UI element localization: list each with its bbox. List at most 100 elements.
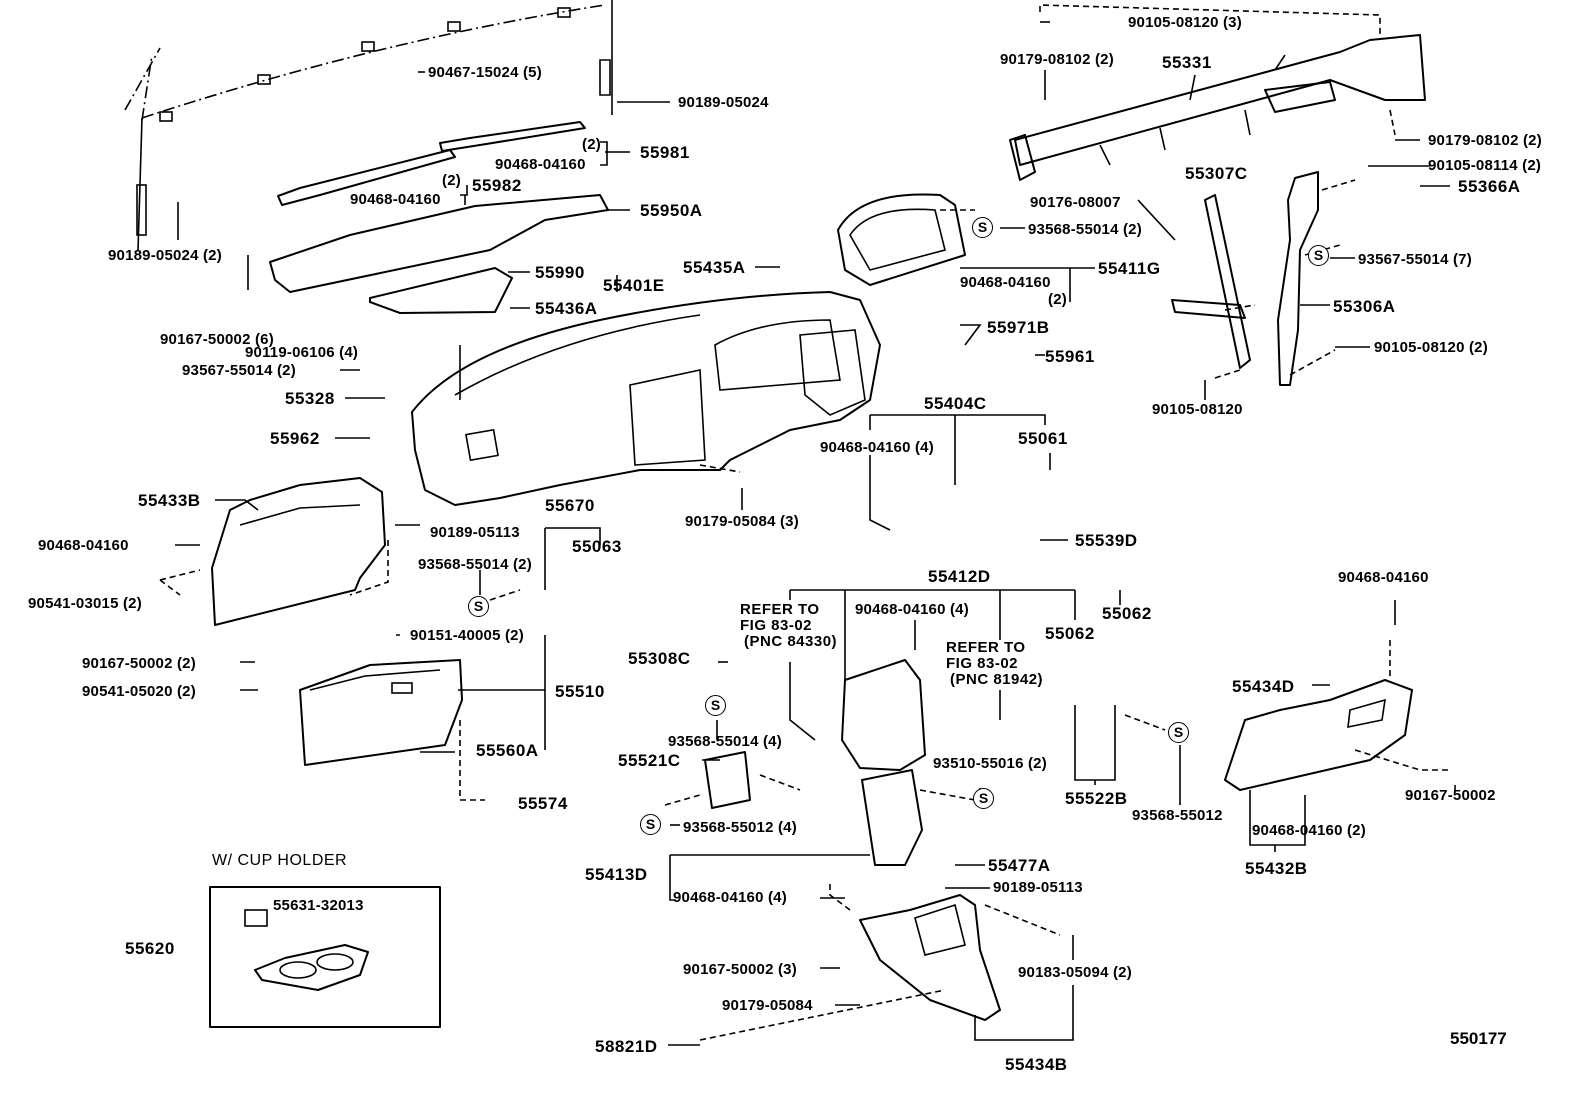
- part-label-55061: 55061: [1018, 429, 1068, 448]
- part-label-55510: 55510: [555, 682, 605, 701]
- part-label-90167-50002-r: 90167-50002: [1405, 787, 1496, 804]
- s-symbol-marker: S: [705, 695, 726, 716]
- part-label-93567-55014-2: 93567-55014 (2): [182, 362, 296, 379]
- part-label-90119-06106: 90119-06106 (4): [245, 344, 359, 361]
- part-label-55971B: 55971B: [987, 318, 1050, 337]
- part-label-55990: 55990: [535, 263, 585, 282]
- console-box: [859, 894, 1001, 1021]
- refer-note-line: (PNC 84330): [744, 633, 838, 650]
- part-label-55670: 55670: [545, 496, 595, 515]
- part-label-55062-a: 55062: [1045, 624, 1095, 643]
- part-label-90541-05020: 90541-05020 (2): [82, 683, 196, 700]
- part-qty-90468-04160-d: (2): [1048, 291, 1067, 308]
- part-label-90105-08114: 90105-08114 (2): [1428, 157, 1542, 174]
- part-label-55413D: 55413D: [585, 865, 648, 884]
- refer-note-line: FIG 83-02: [946, 655, 1019, 672]
- part-label-55539D: 55539D: [1075, 531, 1138, 550]
- part-label-55412D: 55412D: [928, 567, 991, 586]
- part-label-55631-32013: 55631-32013: [273, 897, 364, 914]
- part-label-55401E: 55401E: [603, 276, 665, 295]
- part-label-55411G: 55411G: [1098, 259, 1161, 278]
- part-label-90468-04160-e: 90468-04160: [1338, 569, 1429, 586]
- s-symbol-marker: S: [1168, 722, 1189, 743]
- part-label-90179-08102-b: 90179-08102 (2): [1428, 132, 1542, 149]
- part-label-55962: 55962: [270, 429, 320, 448]
- part-label-93567-55014-7: 93567-55014 (7): [1358, 251, 1472, 268]
- part-label-93568-55014-2b: 93568-55014 (2): [1028, 221, 1142, 238]
- part-label-90179-05084: 90179-05084: [722, 997, 813, 1014]
- s-symbol-marker: S: [973, 788, 994, 809]
- part-label-90189-05113-b: 90189-05113: [993, 879, 1083, 896]
- cluster-finish-panel: [837, 193, 966, 286]
- instrument-panel-body: [411, 291, 881, 506]
- part-label-55433B: 55433B: [138, 491, 201, 510]
- brace-55306A: [1277, 171, 1319, 386]
- part-label-55432B: 55432B: [1245, 859, 1308, 878]
- refer-note-pnc-81942: REFER TO FIG 83-02 (PNC 81942): [946, 640, 1043, 687]
- part-label-55063: 55063: [572, 537, 622, 556]
- part-label-90468-04160-b: 90468-04160: [350, 191, 441, 208]
- part-label-55436A: 55436A: [535, 299, 598, 318]
- part-label-93510-55016: 93510-55016 (2): [933, 755, 1047, 772]
- part-label-90468-04160-4a: 90468-04160 (4): [820, 439, 934, 456]
- part-label-55950A: 55950A: [640, 201, 703, 220]
- part-label-90189-05024-2: 90189-05024 (2): [108, 247, 222, 264]
- part-label-55522B: 55522B: [1065, 789, 1128, 808]
- part-qty-55982: (2): [442, 172, 461, 189]
- part-label-90468-04160-2: 90468-04160 (2): [1252, 822, 1366, 839]
- part-label-90167-50002-2: 90167-50002 (2): [82, 655, 196, 672]
- part-label-55404C: 55404C: [924, 394, 987, 413]
- part-label-55306A: 55306A: [1333, 297, 1396, 316]
- part-label-90468-04160-4b: 90468-04160 (4): [855, 601, 969, 618]
- part-label-55331: 55331: [1162, 53, 1212, 72]
- part-label-55435A: 55435A: [683, 258, 746, 277]
- part-label-55560A: 55560A: [476, 741, 539, 760]
- part-label-55328: 55328: [285, 389, 335, 408]
- s-symbol-marker: S: [640, 814, 661, 835]
- brace-55307C: [1171, 194, 1251, 369]
- part-label-58821D: 58821D: [595, 1037, 658, 1056]
- part-label-55574: 55574: [518, 794, 568, 813]
- part-label-55062-b: 55062: [1102, 604, 1152, 623]
- cup-holder-inset-frame: [209, 886, 441, 1028]
- refer-note-pnc-84330: REFER TO FIG 83-02 (PNC 84330): [740, 602, 837, 649]
- part-label-55308C: 55308C: [628, 649, 691, 668]
- windshield-outline: [124, 0, 613, 251]
- refer-note-line: (PNC 81942): [950, 671, 1044, 688]
- part-label-90105-08120: 90105-08120: [1152, 401, 1243, 418]
- part-label-90176-08007: 90176-08007: [1030, 194, 1121, 211]
- part-label-93568-55012-4: 93568-55012 (4): [683, 819, 797, 836]
- part-label-93568-55014-4: 93568-55014 (4): [668, 733, 782, 750]
- part-label-55307C: 55307C: [1185, 164, 1248, 183]
- reinforcement-tube: [1009, 34, 1426, 181]
- figure-number: 550177: [1450, 1029, 1507, 1048]
- part-label-90105-08120-3: 90105-08120 (3): [1128, 14, 1242, 31]
- part-label-55982: 55982: [472, 176, 522, 195]
- part-label-55366A: 55366A: [1458, 177, 1521, 196]
- part-label-55961: 55961: [1045, 347, 1095, 366]
- part-label-90189-05113-a: 90189-05113: [430, 524, 520, 541]
- inset-title: W/ CUP HOLDER: [212, 852, 348, 869]
- part-label-90541-03015: 90541-03015 (2): [28, 595, 142, 612]
- s-symbol-marker: S: [972, 217, 993, 238]
- part-label-90468-04160-c: 90468-04160: [38, 537, 129, 554]
- center-cluster-panel: [704, 659, 926, 866]
- lower-finish-panel-left: [211, 477, 386, 626]
- part-label-55981: 55981: [640, 143, 690, 162]
- part-label-90468-04160-4c: 90468-04160 (4): [673, 889, 787, 906]
- defroster-nozzles: [269, 121, 609, 314]
- refer-note-line: FIG 83-02: [740, 617, 813, 634]
- glove-compartment-door: [299, 659, 463, 766]
- part-label-55521C: 55521C: [618, 751, 681, 770]
- part-qty-55981: (2): [582, 136, 601, 153]
- part-label-90179-08102-a: 90179-08102 (2): [1000, 51, 1114, 68]
- part-label-93568-55014-2a: 93568-55014 (2): [418, 556, 532, 573]
- part-label-55434D: 55434D: [1232, 677, 1295, 696]
- part-label-90167-50002-6: 90167-50002 (6): [160, 331, 274, 348]
- part-label-55434B: 55434B: [1005, 1055, 1068, 1074]
- part-label-55620: 55620: [125, 939, 175, 958]
- leader-lines: [159, 4, 1456, 1046]
- part-label-90167-50002-3: 90167-50002 (3): [683, 961, 797, 978]
- part-label-90467-15024: 90467-15024 (5): [428, 64, 542, 81]
